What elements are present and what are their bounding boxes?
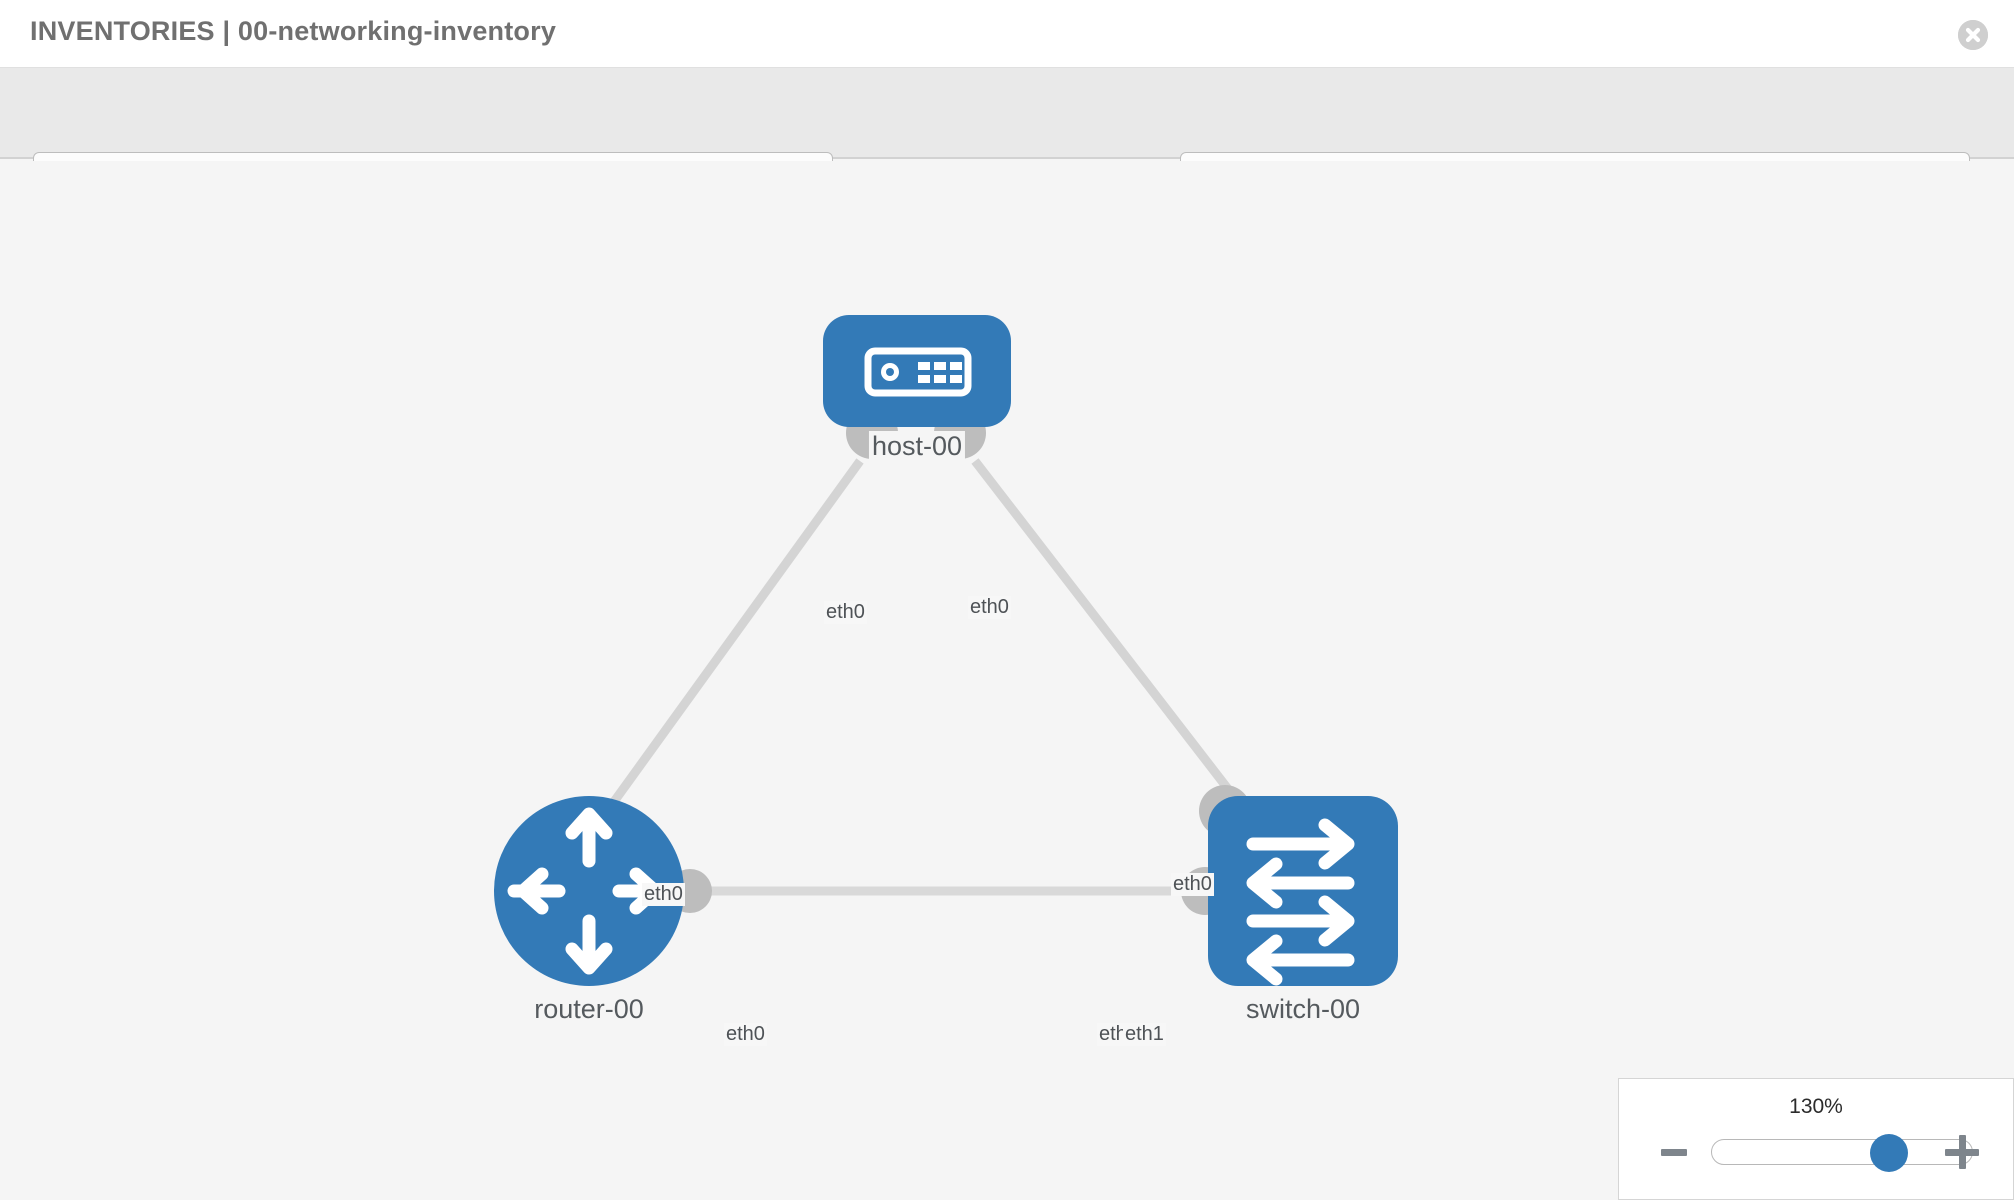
zoom-level-value: 130%: [1789, 1095, 1843, 1118]
node-label-host-00: host-00: [868, 431, 966, 462]
page-title: INVENTORIES | 00-networking-inventory: [30, 16, 557, 46]
topology-canvas[interactable]: host-00 router-00 switch-00 eth0 eth0 et…: [0, 161, 2014, 1200]
switch-arrows-icon: [1246, 818, 1355, 986]
link-label-router-uplink-eth0: eth0: [642, 883, 685, 906]
zoom-in-button[interactable]: [1945, 1135, 1979, 1169]
link-label-host-eth0-left: eth0: [824, 601, 867, 624]
page-header: INVENTORIES | 00-networking-inventory: [0, 0, 2014, 68]
node-label-router-00: router-00: [531, 994, 647, 1025]
server-appliance-icon: [864, 347, 972, 397]
link-host-switch: [971, 458, 1249, 814]
toolbar: ACTIONS SEARCH: [0, 68, 2014, 208]
link-label-router-eth0: eth0: [724, 1023, 767, 1046]
topology-graph: [494, 315, 1398, 986]
topology-connectors: [668, 407, 1251, 915]
topology-links: [596, 458, 1249, 896]
link-host-router: [596, 458, 864, 824]
zoom-out-button[interactable]: [1661, 1149, 1687, 1156]
close-icon[interactable]: [1958, 20, 1988, 50]
link-label-switch-uplink-eth0: eth0: [1171, 873, 1214, 896]
zoom-control-panel: 130%: [1618, 1078, 2014, 1200]
server-port-lights: [918, 362, 962, 383]
zoom-slider-handle[interactable]: [1869, 1134, 1908, 1172]
link-label-switch-eth1: eth1: [1123, 1023, 1166, 1046]
node-label-switch-00: switch-00: [1242, 994, 1364, 1025]
node-host-00[interactable]: [823, 315, 1011, 427]
node-switch-00[interactable]: [1208, 796, 1398, 986]
link-label-switch-eth-partial: eth: [1097, 1023, 1129, 1046]
link-label-host-eth0-right: eth0: [968, 596, 1011, 619]
zoom-slider[interactable]: [1711, 1134, 1973, 1172]
